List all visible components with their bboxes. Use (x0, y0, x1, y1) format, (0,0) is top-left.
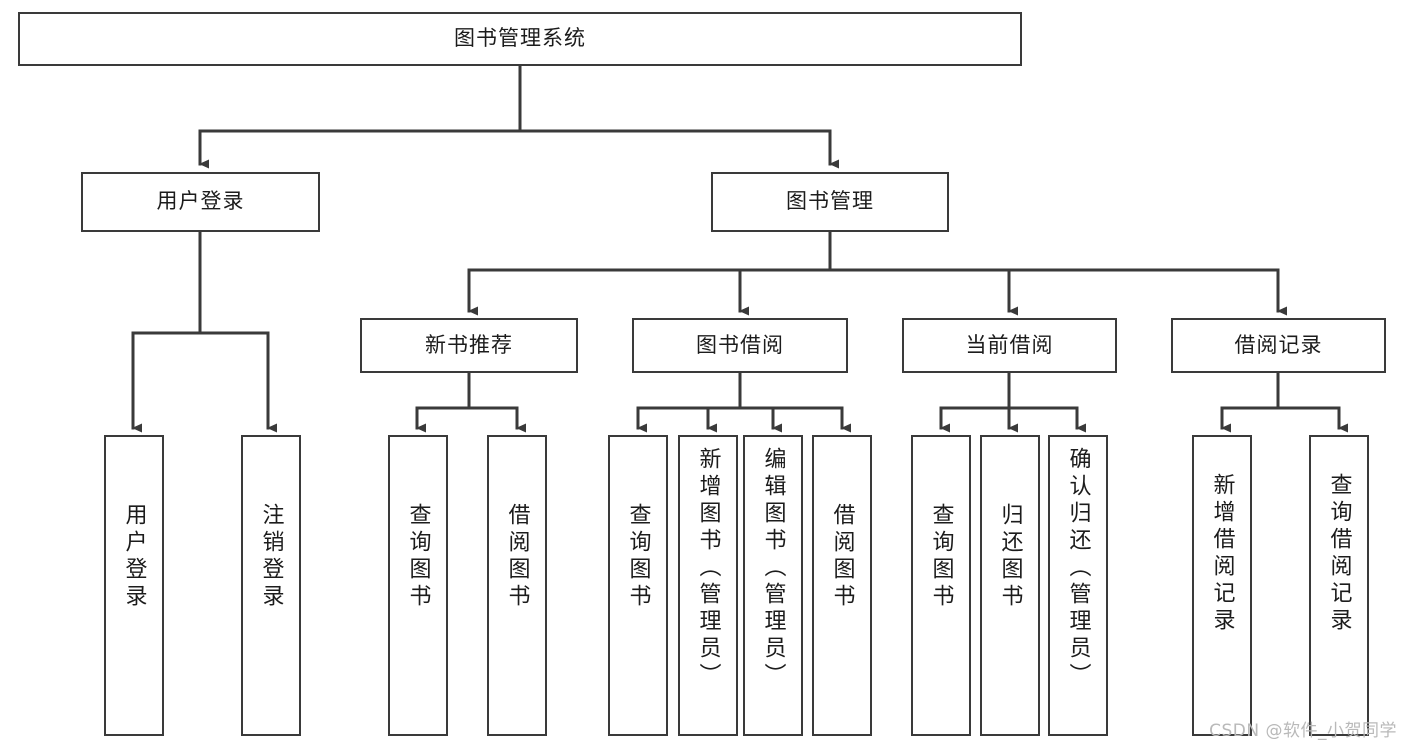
node-current-borrowing[interactable]: 当前借阅 (902, 318, 1117, 373)
node-user-login[interactable]: 用户登录 (81, 172, 320, 232)
node-label: 图书管理 (786, 189, 874, 214)
node-label: 新增借阅记录 (1209, 473, 1235, 635)
csdn-watermark: CSDN @软件_小贺同学 (1209, 721, 1397, 741)
node-logout[interactable]: 注销登录 (241, 435, 301, 736)
node-borrow-book-2[interactable]: 借阅图书 (812, 435, 872, 736)
node-root-book-management-system[interactable]: 图书管理系统 (18, 12, 1022, 66)
node-label: 注销登录 (258, 503, 284, 611)
node-book-management[interactable]: 图书管理 (711, 172, 949, 232)
node-login[interactable]: 用户登录 (104, 435, 164, 736)
node-query-book-3[interactable]: 查询图书 (911, 435, 971, 736)
node-new-book-recommendation[interactable]: 新书推荐 (360, 318, 578, 373)
node-label: 图书借阅 (696, 332, 784, 357)
node-label: 查询图书 (625, 503, 651, 611)
node-label: 归还图书 (997, 503, 1023, 611)
node-label: 新书推荐 (425, 332, 513, 357)
node-label: 确认归还（管理员） (1065, 447, 1091, 690)
node-return-book[interactable]: 归还图书 (980, 435, 1040, 736)
node-label: 借阅记录 (1234, 332, 1323, 357)
node-query-book-1[interactable]: 查询图书 (388, 435, 448, 736)
node-borrow-book-1[interactable]: 借阅图书 (487, 435, 547, 736)
node-label: 用户登录 (156, 189, 245, 214)
node-add-borrow-record[interactable]: 新增借阅记录 (1192, 435, 1252, 736)
node-label: 当前借阅 (965, 332, 1054, 357)
node-book-borrowing[interactable]: 图书借阅 (632, 318, 848, 373)
node-edit-book-admin[interactable]: 编辑图书（管理员） (743, 435, 803, 736)
node-query-book-2[interactable]: 查询图书 (608, 435, 668, 736)
node-label: 用户登录 (121, 503, 147, 611)
node-confirm-return-admin[interactable]: 确认归还（管理员） (1048, 435, 1108, 736)
node-label: 查询图书 (405, 503, 431, 611)
node-label: 新增图书（管理员） (695, 447, 721, 690)
node-label: 借阅图书 (504, 503, 530, 611)
node-label: 借阅图书 (829, 503, 855, 611)
node-borrowing-record[interactable]: 借阅记录 (1171, 318, 1386, 373)
node-label: 图书管理系统 (454, 26, 586, 51)
node-query-borrow-record[interactable]: 查询借阅记录 (1309, 435, 1369, 736)
node-label: 查询图书 (928, 503, 954, 611)
node-add-book-admin[interactable]: 新增图书（管理员） (678, 435, 738, 736)
node-label: 编辑图书（管理员） (760, 447, 786, 690)
node-label: 查询借阅记录 (1326, 473, 1352, 635)
